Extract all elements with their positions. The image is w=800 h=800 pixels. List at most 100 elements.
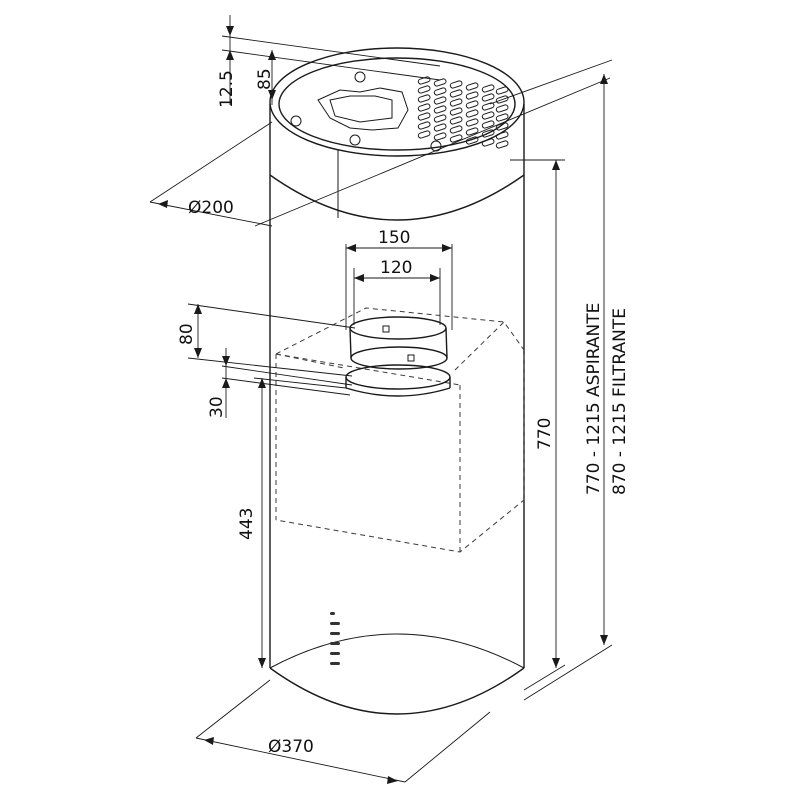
mount-hole <box>354 71 366 83</box>
extension-line <box>221 377 351 396</box>
extension-line <box>221 365 353 386</box>
arrow <box>194 348 202 358</box>
vent-slot <box>417 121 431 130</box>
dimension-120: 120 <box>353 258 441 325</box>
vent-slot <box>449 80 463 89</box>
dim-line <box>149 201 273 227</box>
vent-slot <box>433 96 447 105</box>
dim-770-label: 770 <box>535 418 555 450</box>
control-panel <box>330 612 340 665</box>
arrow <box>552 160 560 170</box>
bottom-rim-back <box>269 633 525 669</box>
vent-slot <box>495 113 509 122</box>
arrow <box>600 74 608 84</box>
dimension-diameter-200: Ø200 <box>149 77 611 227</box>
arrow <box>552 658 560 668</box>
vent-slot <box>495 122 509 131</box>
vent-slot <box>449 98 463 107</box>
vent-slot <box>481 138 495 147</box>
dim-85-label: 85 <box>255 68 275 90</box>
extension-line <box>195 679 271 739</box>
box-outline <box>275 307 525 553</box>
dimension-12-5: 12.5 <box>217 15 441 108</box>
dimension-80: 80 <box>177 303 356 377</box>
dimension-150: 150 <box>345 228 453 330</box>
control-button[interactable] <box>330 642 340 645</box>
spigot-left <box>349 327 352 359</box>
vent-slot <box>481 120 495 129</box>
spigot-clip <box>382 325 390 333</box>
arrow <box>194 304 202 314</box>
top-rim-inner-ellipse <box>278 57 516 151</box>
extension-line <box>221 49 441 81</box>
arrow <box>600 635 608 645</box>
extension-line <box>149 121 273 203</box>
vent-slot <box>433 105 447 114</box>
arrow <box>158 200 168 208</box>
dim-150-label: 150 <box>378 228 410 248</box>
vent-slot <box>481 111 495 120</box>
vent-slot <box>465 136 479 145</box>
vent-slot <box>417 112 431 121</box>
control-button[interactable] <box>330 652 340 655</box>
dimension-85: 85 <box>255 50 276 105</box>
vent-slot <box>465 82 479 91</box>
vent-slot <box>449 125 463 134</box>
dim-200-label: Ø200 <box>188 198 234 218</box>
dimension-443: 443 <box>237 377 347 668</box>
top-rim-outer-ellipse <box>269 47 525 157</box>
arrow <box>354 274 364 282</box>
arrow <box>346 244 356 252</box>
extension-line <box>523 664 566 691</box>
dimension-total-height-range: 770 - 1215 ASPIRANTE 870 - 1215 FILTRANT… <box>489 59 630 701</box>
spigot-right <box>445 327 448 359</box>
dim-30-label: 30 <box>207 396 227 418</box>
range-filtrante-label: 870 - 1215 FILTRANTE <box>610 308 630 495</box>
dimension-diameter-370: Ø370 <box>195 679 491 784</box>
vent-slot <box>481 102 495 111</box>
extension-line <box>489 59 613 105</box>
arrow <box>442 244 452 252</box>
arrow <box>258 658 266 668</box>
vent-slot <box>433 123 447 132</box>
vent-slot <box>465 100 479 109</box>
extension-line <box>404 711 491 783</box>
extension-line <box>187 303 356 329</box>
vent-slot <box>495 86 509 95</box>
arrow <box>204 737 214 745</box>
vent-slot <box>465 109 479 118</box>
vent-slot <box>449 107 463 116</box>
control-button[interactable] <box>330 612 335 615</box>
control-button[interactable] <box>330 662 340 665</box>
vent-slot <box>495 131 509 140</box>
vent-slot <box>481 129 495 138</box>
dim-80-label: 80 <box>177 323 197 345</box>
box-top-front <box>275 353 461 386</box>
control-button[interactable] <box>330 632 340 635</box>
box-top-edge-right <box>454 321 505 371</box>
vent-slot <box>433 114 447 123</box>
internal-motor-box-dashed <box>275 307 525 553</box>
dimension-30: 30 <box>207 348 353 418</box>
arrow <box>268 50 276 60</box>
vent-slot <box>449 134 463 143</box>
vent-slots <box>417 76 509 149</box>
arrow <box>268 90 276 100</box>
vent-slot <box>465 127 479 136</box>
arrow <box>222 356 230 366</box>
bottom-curve <box>269 667 525 715</box>
control-button[interactable] <box>330 622 340 625</box>
spigot-base-bottom <box>345 387 451 397</box>
vent-slot <box>417 85 431 94</box>
vent-slot <box>465 91 479 100</box>
dim-12-5-label: 12.5 <box>217 70 237 108</box>
extension-line <box>253 377 347 389</box>
spigot-clip <box>407 354 415 362</box>
mount-hole <box>349 134 361 146</box>
motor-opening <box>317 87 409 131</box>
dim-120-label: 120 <box>380 258 412 278</box>
range-aspirante-label: 770 - 1215 ASPIRANTE <box>584 303 604 495</box>
mount-hole <box>290 115 302 127</box>
dimension-770: 770 <box>510 159 566 691</box>
